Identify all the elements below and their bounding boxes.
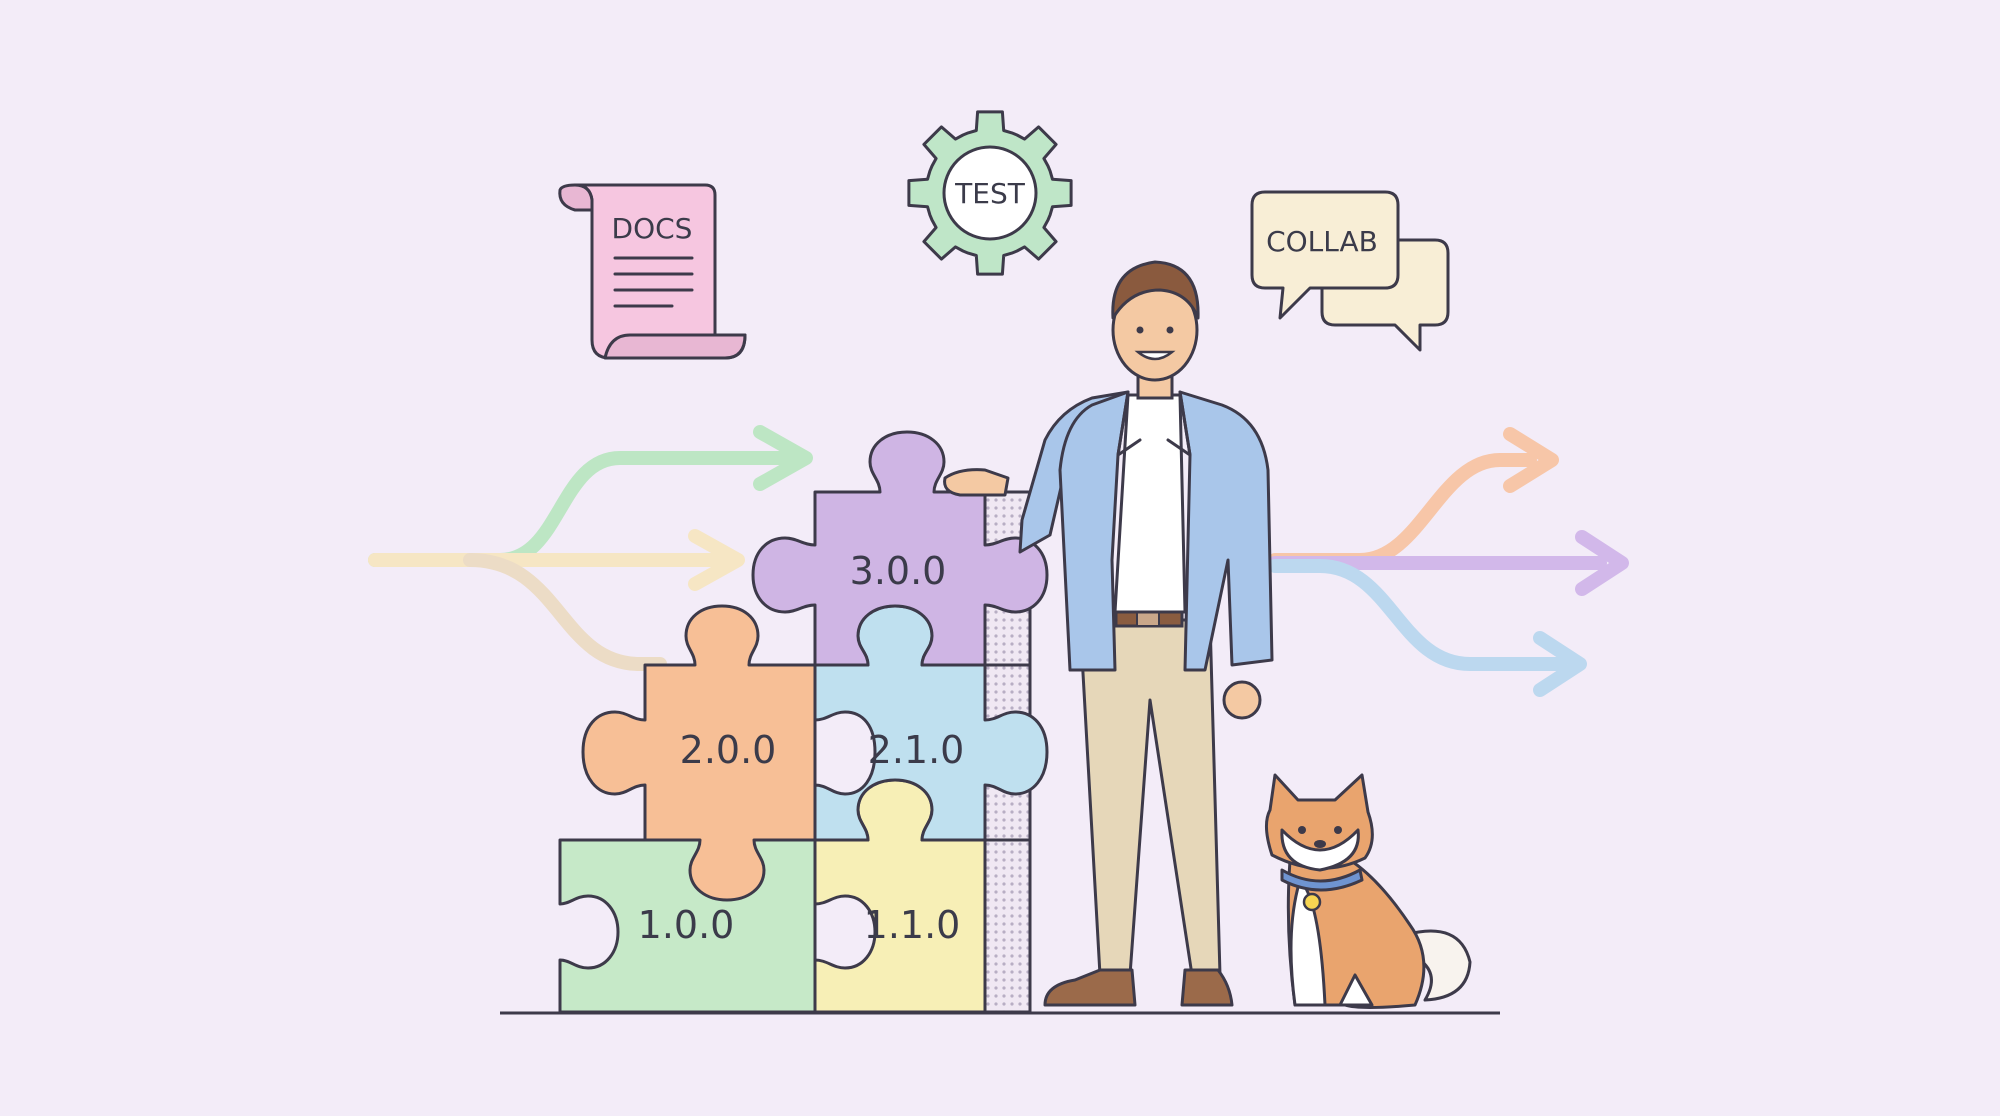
- right-shoe: [1180, 968, 1234, 1007]
- puzzle-label-1-0-0: 1.0.0: [638, 903, 735, 947]
- arrow-in-top-head: [753, 425, 813, 491]
- arrow-in-mid-head: [688, 529, 745, 591]
- shiba-dog: [1265, 773, 1472, 1009]
- left-shoe: [1043, 968, 1137, 1007]
- puzzle-label-2-0-0: 2.0.0: [680, 728, 777, 772]
- puzzle-label-1-1-0: 1.1.0: [864, 903, 961, 947]
- collab-label: COLLAB: [1266, 225, 1378, 258]
- arrow-in-bottom: [463, 553, 667, 671]
- docs-scroll-icon: DOCS: [558, 183, 747, 360]
- arrow-out-mid-head: [1575, 530, 1629, 596]
- puzzle-piece-3-0-0: [751, 430, 1049, 667]
- arrow-in-top: [368, 451, 797, 567]
- arrow-out-top-head: [1503, 427, 1559, 493]
- puzzle-label-2-1-0: 2.1.0: [868, 728, 965, 772]
- arrow-out-bottom-head: [1533, 631, 1587, 697]
- outgoing-arrows: [1268, 427, 1629, 697]
- arrow-out-top: [1268, 453, 1537, 567]
- man-figure: [943, 260, 1274, 1007]
- puzzle-piece-2-0-0: [581, 604, 817, 902]
- puzzle-label-3-0-0: 3.0.0: [850, 549, 947, 593]
- docs-label: DOCS: [612, 212, 693, 245]
- test-gear-icon: TEST: [907, 110, 1073, 276]
- puzzle-stack: 1.0.0 1.1.0 2.0.0 2.1.0 3.0.0: [558, 430, 1049, 1014]
- collab-chat-icon: COLLAB: [1250, 190, 1450, 352]
- incoming-arrows: [368, 425, 813, 671]
- arrow-out-bottom: [1268, 559, 1567, 671]
- test-label: TEST: [954, 177, 1026, 210]
